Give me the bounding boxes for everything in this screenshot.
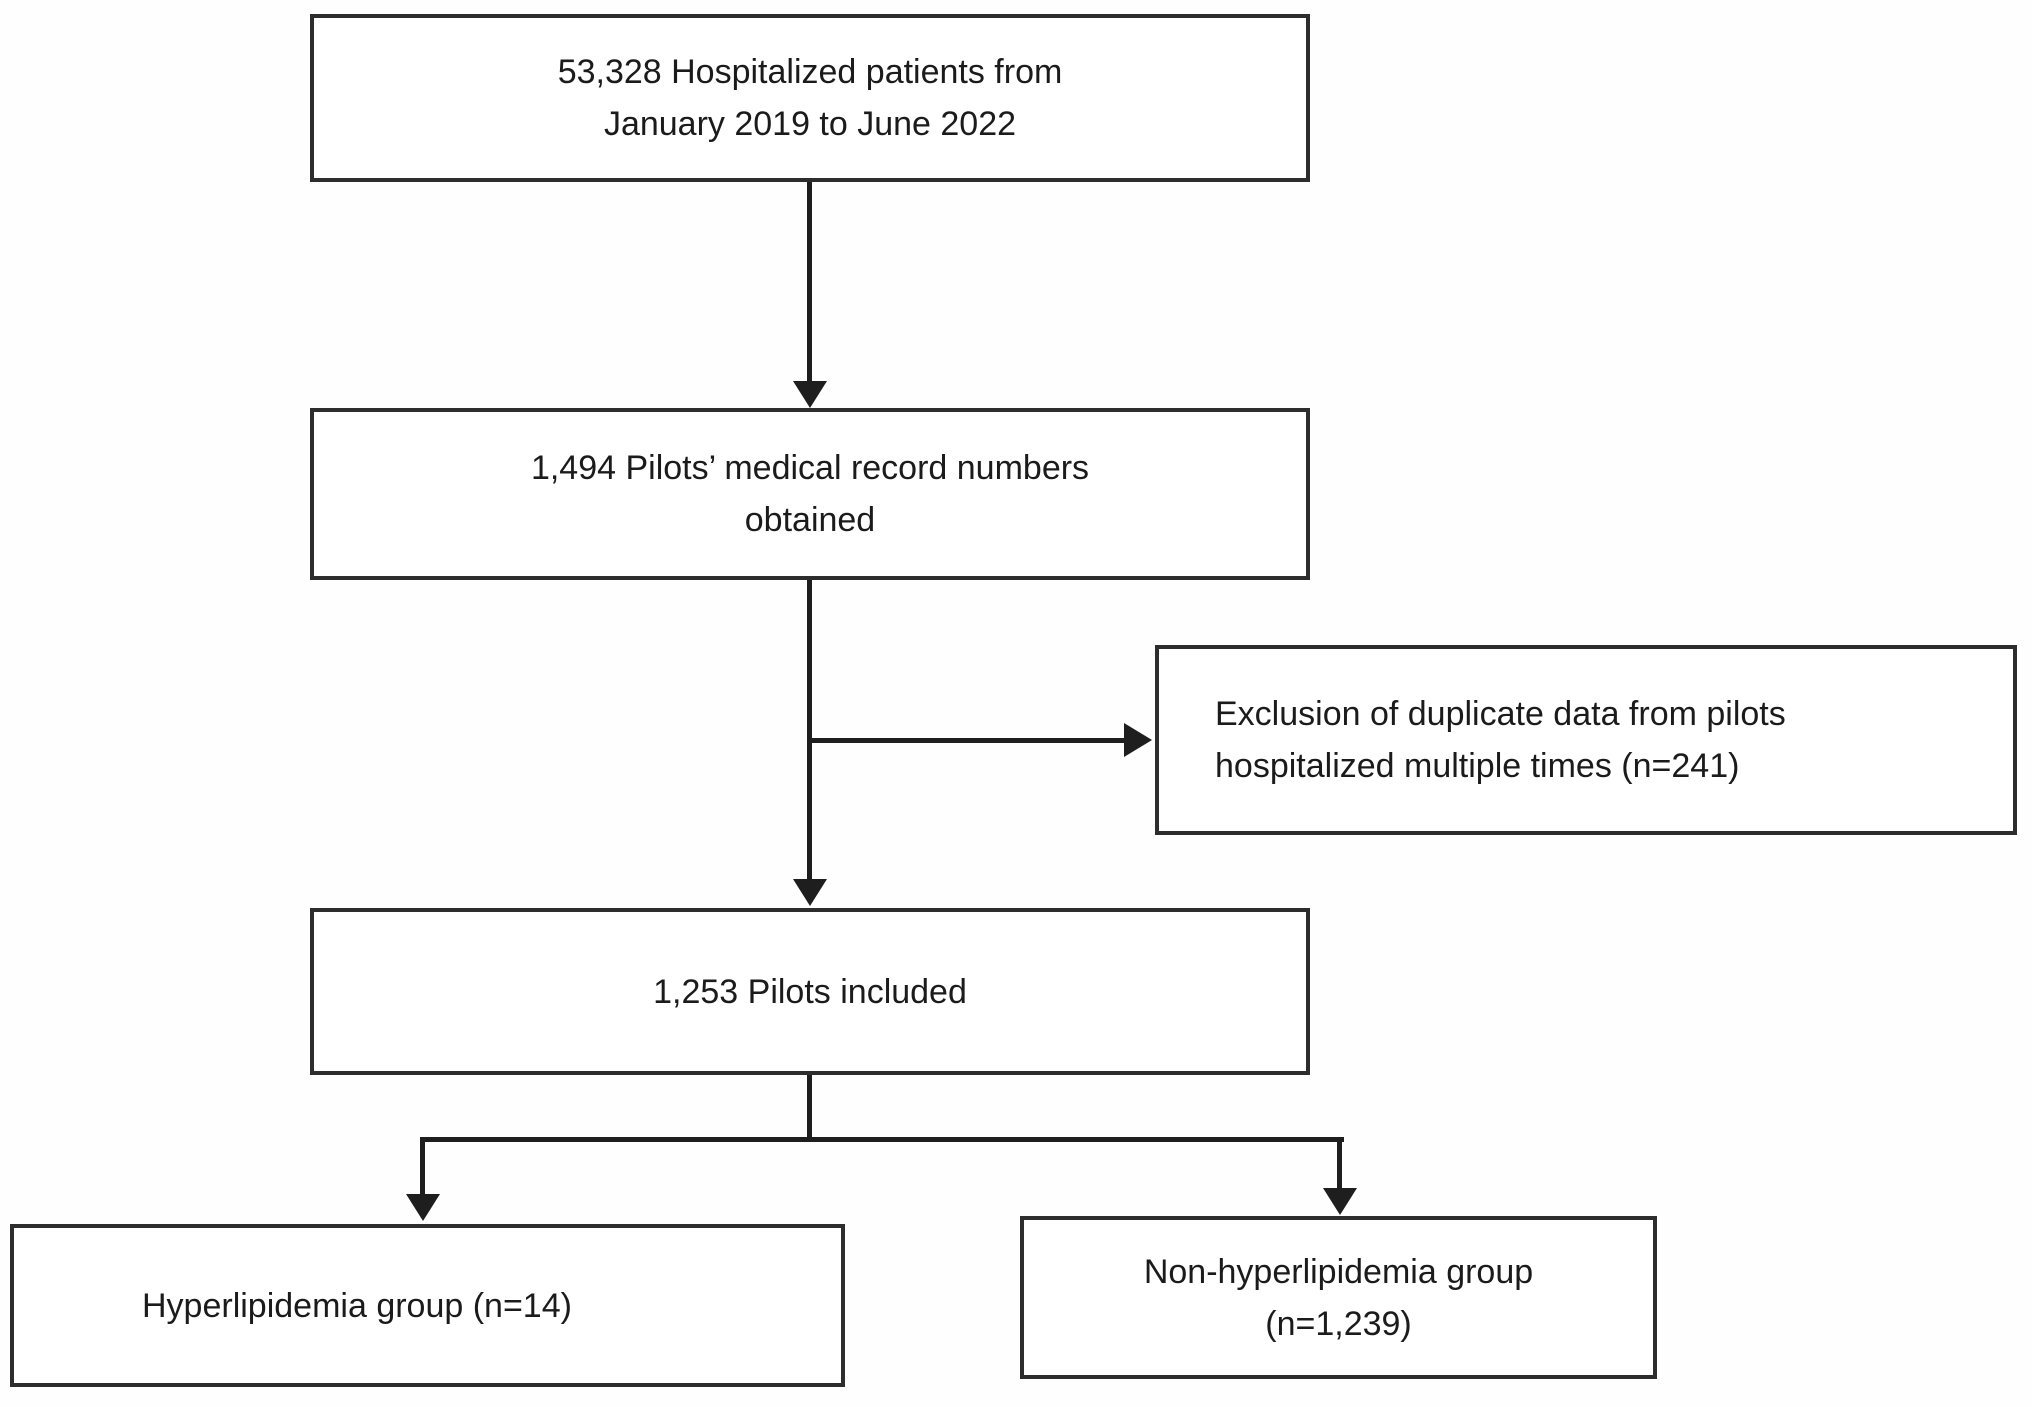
connector-vertical-line — [420, 1137, 425, 1195]
box-text-line: 1,494 Pilots’ medical record numbers — [530, 449, 1090, 487]
arrowhead-down-icon — [406, 1194, 440, 1221]
connector-horizontal-line — [422, 1137, 1344, 1142]
box-text-line: Hyperlipidemia group (n=14) — [142, 1286, 572, 1325]
connector-vertical-line — [807, 182, 812, 382]
box-exclusion-duplicates: Exclusion of duplicate data from pilots … — [1155, 645, 2017, 835]
box-pilots-included: 1,253 Pilots included — [310, 908, 1310, 1075]
box-text-line: Non-hyperlipidemia group — [1143, 1252, 1534, 1291]
box-text-line: obtained — [744, 501, 876, 539]
box-hyperlipidemia-group: Hyperlipidemia group (n=14) — [10, 1224, 845, 1387]
arrowhead-down-icon — [793, 879, 827, 906]
connector-horizontal-line — [810, 738, 1124, 743]
box-text-line: Exclusion of duplicate data from pilots — [1215, 695, 1786, 733]
connector-vertical-line — [807, 1075, 812, 1141]
connector-vertical-line — [1337, 1137, 1342, 1189]
box-text-line: 53,328 Hospitalized patients from — [557, 53, 1063, 91]
box-hospitalized-patients: 53,328 Hospitalized patients from Januar… — [310, 14, 1310, 182]
box-text-line: (n=1,239) — [1265, 1304, 1412, 1343]
box-text-line: 1,253 Pilots included — [653, 972, 967, 1011]
box-non-hyperlipidemia-group: Non-hyperlipidemia group (n=1,239) — [1020, 1216, 1657, 1379]
box-pilot-medical-records: 1,494 Pilots’ medical record numbers obt… — [310, 408, 1310, 580]
arrowhead-down-icon — [793, 381, 827, 408]
box-text-line: hospitalized multiple times (n=241) — [1215, 747, 1740, 785]
arrowhead-right-icon — [1124, 723, 1152, 757]
arrowhead-down-icon — [1323, 1188, 1357, 1215]
box-text-line: January 2019 to June 2022 — [603, 105, 1017, 143]
connector-vertical-line — [807, 580, 812, 880]
